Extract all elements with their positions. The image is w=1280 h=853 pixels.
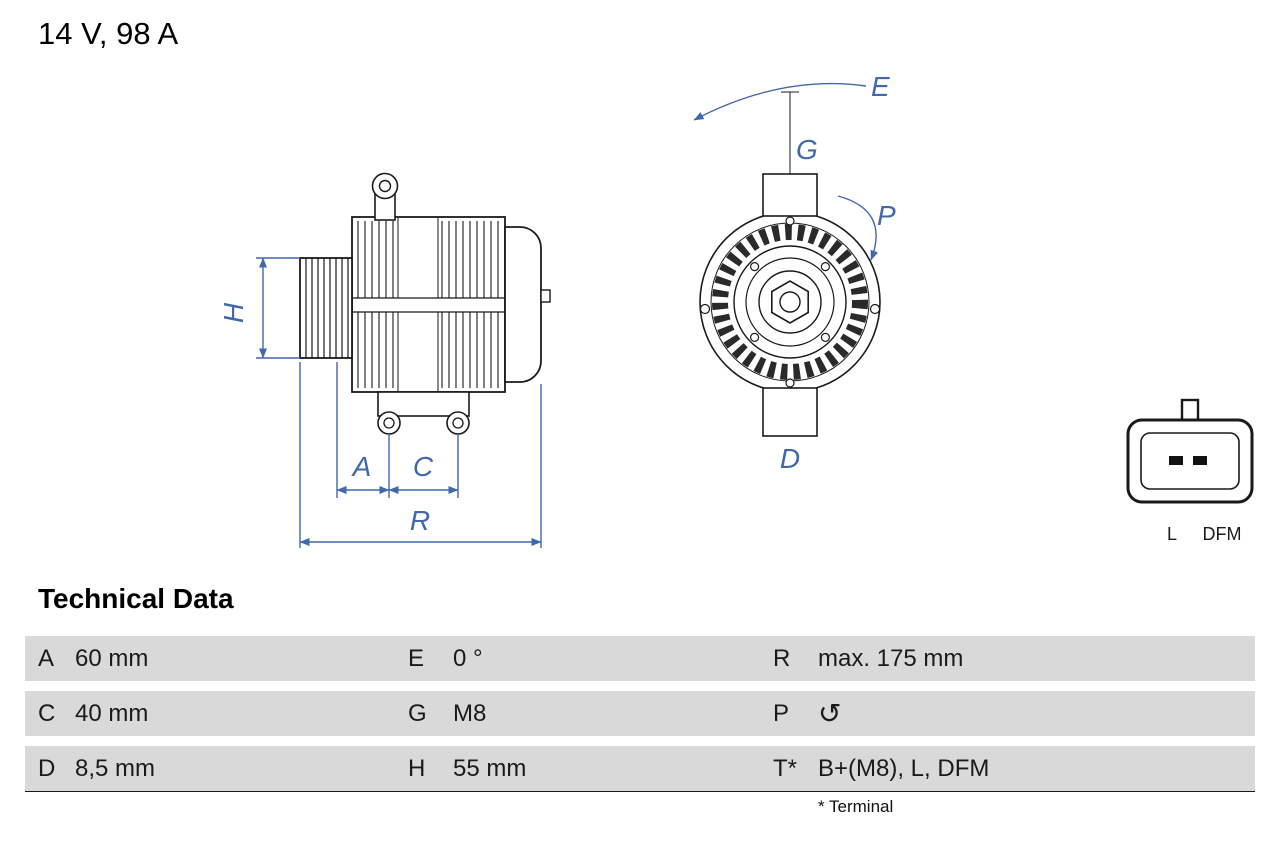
spec-key-c: C — [38, 700, 56, 727]
spec-key-g: G — [408, 700, 427, 727]
connector-label-l: L — [1167, 524, 1177, 544]
rotation-direction-icon: ↺ — [818, 697, 842, 730]
spec-value-h: 55 mm — [453, 755, 527, 782]
dimension-label-d: D — [780, 443, 800, 474]
spec-value-c: 40 mm — [75, 700, 149, 727]
spec-row: D 8,5 mm H 55 mm T* B+(M8), L, DFM — [25, 746, 1255, 791]
dimension-h: H — [218, 257, 300, 359]
spec-row: C 40 mm G M8 P ↺ — [25, 691, 1255, 736]
dimension-g: G — [796, 134, 818, 165]
technical-drawing: H A C R — [218, 71, 1254, 548]
spec-key-a: A — [38, 645, 55, 672]
spec-key-h: H — [408, 755, 426, 782]
dimension-r: R — [299, 362, 542, 548]
dimension-label-e: E — [871, 71, 890, 102]
technical-data-table: A 60 mm E 0 ° R max. 175 mm C 40 mm G M8… — [25, 636, 1255, 801]
spec-key-d: D — [38, 755, 56, 782]
dimension-p: P — [837, 195, 896, 261]
dimension-e: E — [693, 71, 890, 121]
spec-key-p: P — [773, 700, 790, 727]
dimension-label-p: P — [877, 200, 896, 231]
dimension-c: C — [388, 434, 459, 498]
alternator-front-view — [699, 91, 881, 437]
technical-data-title: Technical Data — [38, 583, 234, 614]
spec-value-d: 8,5 mm — [75, 755, 156, 782]
dimension-label-a: A — [351, 451, 372, 482]
connector-diagram: L DFM — [1126, 398, 1254, 544]
connector-label-dfm: DFM — [1203, 524, 1242, 544]
dimension-label-r: R — [410, 505, 430, 536]
terminal-footnote: * Terminal — [818, 797, 894, 816]
connector-pin-dfm — [1193, 456, 1207, 465]
alternator-side-view — [299, 172, 551, 435]
spec-value-t: B+(M8), L, DFM — [818, 755, 990, 782]
table-bottom-border — [25, 791, 1255, 792]
spec-value-e: 0 ° — [453, 645, 483, 672]
dimension-label-g: G — [796, 134, 818, 165]
spec-value-a: 60 mm — [75, 645, 149, 672]
spec-value-g: M8 — [453, 700, 487, 727]
connector-pin-l — [1169, 456, 1183, 465]
spec-key-r: R — [773, 645, 791, 672]
spec-key-e: E — [408, 645, 425, 672]
spec-value-r: max. 175 mm — [818, 645, 964, 672]
spec-key-t: T* — [773, 755, 797, 782]
dimension-d: D — [780, 443, 800, 474]
dimension-label-h: H — [218, 302, 249, 323]
voltage-amperage-rating: 14 V, 98 A — [38, 16, 179, 51]
dimension-label-c: C — [413, 451, 434, 482]
spec-row: A 60 mm E 0 ° R max. 175 mm — [25, 636, 1255, 681]
